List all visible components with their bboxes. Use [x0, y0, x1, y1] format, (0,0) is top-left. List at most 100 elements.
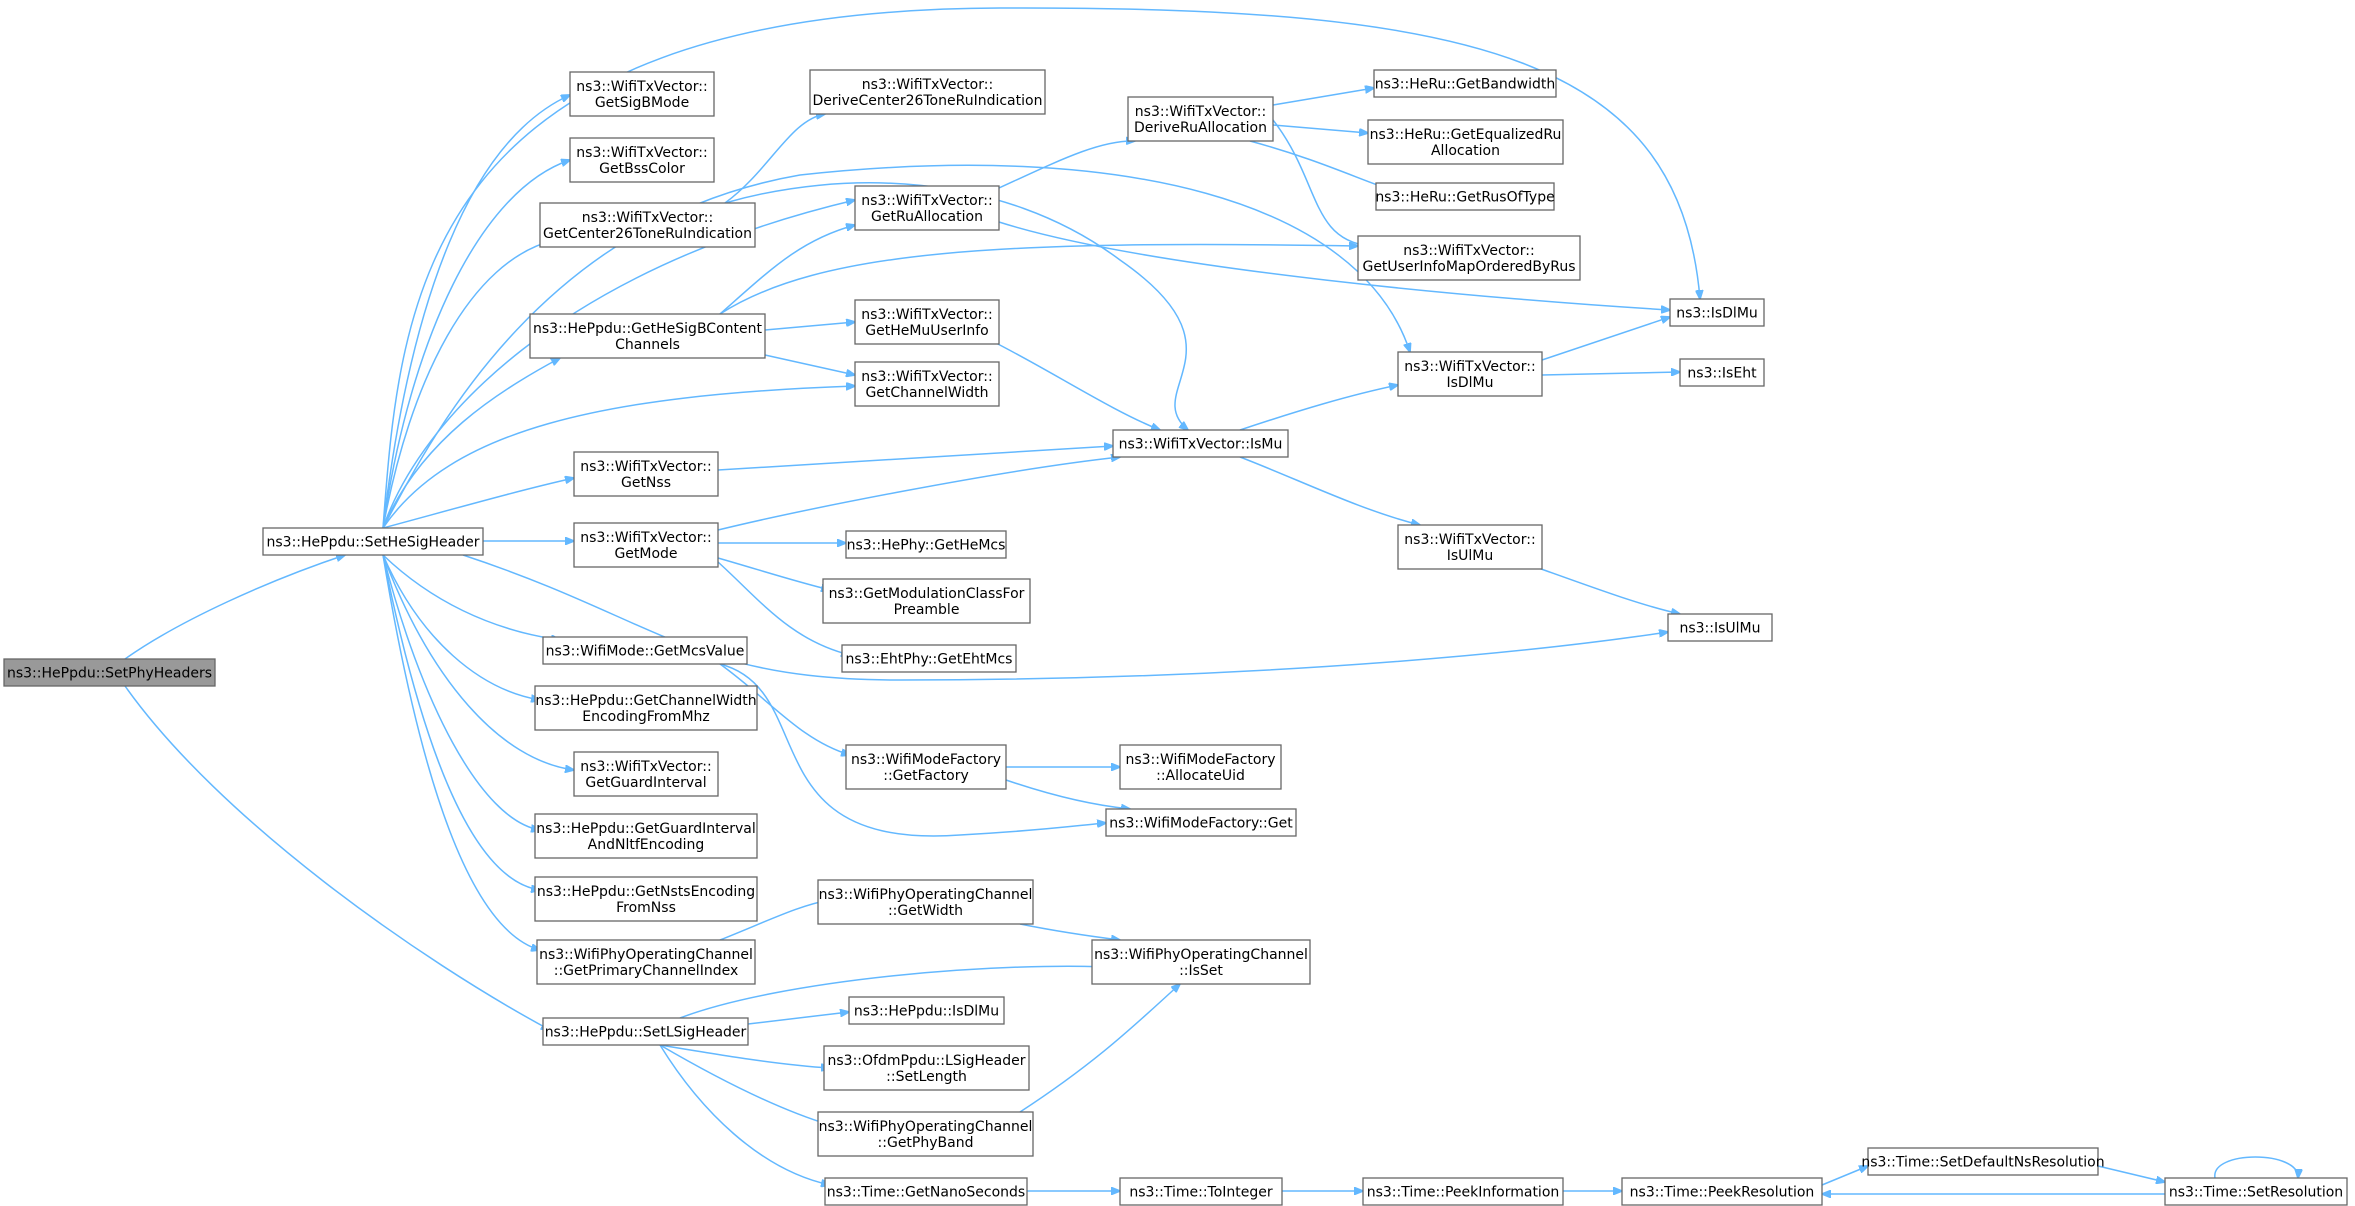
node-box	[573, 451, 719, 497]
node-isdlmu[interactable]: ns3::IsDlMu	[1669, 298, 1765, 327]
node-label: ns3::HePpdu::SetPhyHeaders	[7, 666, 212, 682]
node-peekinformation[interactable]: ns3::Time::PeekInformation	[1362, 1177, 1564, 1206]
edge-sethesigheader-to-gethesigbcontent	[382, 358, 560, 529]
edge-sethesigheader-to-txisdlmu	[382, 164, 1410, 529]
node-box	[534, 876, 758, 922]
node-setlsigheader[interactable]: ns3::HePpdu::SetLSigHeader	[542, 1017, 749, 1046]
node-setresolution[interactable]: ns3::Time::SetResolution	[2164, 1177, 2348, 1206]
node-factoryget[interactable]: ns3::WifiModeFactory::Get	[1105, 808, 1297, 837]
node-label: ns3::Time::SetResolution	[2169, 1185, 2343, 1201]
node-txisdlmu[interactable]: ns3::WifiTxVector::IsDlMu	[1397, 351, 1543, 397]
node-getmode[interactable]: ns3::WifiTxVector::GetMode	[573, 522, 719, 568]
node-box	[542, 1017, 749, 1046]
node-box	[569, 71, 715, 117]
edge-getcenter26-to-ismu	[724, 182, 1188, 430]
node-setdefaultns[interactable]: ns3::Time::SetDefaultNsResolution	[1861, 1147, 2105, 1176]
node-box	[1375, 182, 1555, 211]
node-box	[817, 1111, 1034, 1157]
edge-gethesigbcontent-to-getruallocation	[719, 225, 855, 315]
node-sethesigheader[interactable]: ns3::HePpdu::SetHeSigHeader	[262, 527, 484, 556]
node-isulmu[interactable]: ns3::IsUlMu	[1667, 613, 1773, 642]
node-box	[262, 527, 484, 556]
node-getmcsvalue[interactable]: ns3::WifiMode::GetMcsValue	[542, 636, 748, 665]
node-label: EncodingFromMhz	[582, 709, 710, 725]
edge-setlsigheader-to-getnanoseconds	[659, 1044, 830, 1185]
node-box	[854, 361, 1000, 407]
node-getbandwidth[interactable]: ns3::HeRu::GetBandwidth	[1373, 69, 1557, 98]
edge-setlsigheader-to-heppduisdlmu	[747, 1012, 849, 1025]
edge-deriveruallocation-to-getuserinfomap	[1272, 119, 1370, 246]
node-box	[1357, 235, 1581, 281]
node-label: ns3::WifiTxVector::IsMu	[1119, 437, 1283, 453]
node-label: ns3::WifiModeFactory::Get	[1109, 816, 1293, 832]
node-getchwidthenc[interactable]: ns3::HePpdu::GetChannelWidthEncodingFrom…	[534, 685, 758, 731]
node-getfactory[interactable]: ns3::WifiModeFactory::GetFactory	[845, 744, 1007, 790]
node-getgienc[interactable]: ns3::HePpdu::GetGuardIntervalAndNltfEnco…	[534, 813, 758, 859]
edge-setresolution-to-setresolution	[2214, 1156, 2298, 1178]
node-label: ::GetWidth	[888, 903, 963, 919]
node-label: ::IsSet	[1179, 963, 1223, 979]
node-label: GetRuAllocation	[871, 209, 983, 225]
node-setphyheaders[interactable]: ns3::HePpdu::SetPhyHeaders	[3, 658, 216, 687]
node-getprimarych[interactable]: ns3::WifiPhyOperatingChannel::GetPrimary…	[536, 939, 756, 985]
edge-sethesigheader-to-getbsscolor	[382, 160, 570, 529]
node-label: ns3::HeRu::GetBandwidth	[1375, 77, 1556, 93]
node-getnanoseconds[interactable]: ns3::Time::GetNanoSeconds	[824, 1177, 1028, 1206]
node-label: ns3::OfdmPpdu::LSigHeader	[828, 1053, 1026, 1069]
node-label: ::GetPrimaryChannelIndex	[554, 963, 739, 979]
node-label: Channels	[615, 337, 680, 353]
node-opgetwidth[interactable]: ns3::WifiPhyOperatingChannel::GetWidth	[817, 879, 1034, 925]
edge-deriveruallocation-to-getbandwidth	[1272, 88, 1374, 106]
node-label: Allocation	[1431, 143, 1500, 159]
node-label: ns3::WifiModeFactory	[1125, 752, 1275, 768]
node-label: ns3::WifiTxVector::	[1403, 243, 1534, 259]
node-peekresolution[interactable]: ns3::Time::PeekResolution	[1621, 1177, 1823, 1206]
node-box	[1362, 1177, 1564, 1206]
node-box	[1621, 1177, 1823, 1206]
node-deriveruallocation[interactable]: ns3::WifiTxVector::DeriveRuAllocation	[1127, 96, 1274, 142]
edge-gethemuuserinfo-to-ismu	[989, 339, 1160, 430]
node-derivecenter26[interactable]: ns3::WifiTxVector::DeriveCenter26ToneRuI…	[809, 69, 1046, 115]
node-getbsscolor[interactable]: ns3::WifiTxVector::GetBssColor	[569, 137, 715, 183]
node-getheMcs[interactable]: ns3::HePhy::GetHeMcs	[845, 530, 1007, 559]
node-label: ns3::WifiTxVector::	[1404, 359, 1535, 375]
edge-getruallocation-to-deriveruallocation	[998, 141, 1135, 189]
node-getphyband[interactable]: ns3::WifiPhyOperatingChannel::GetPhyBand	[817, 1111, 1034, 1157]
node-getguardinterval[interactable]: ns3::WifiTxVector::GetGuardInterval	[573, 751, 719, 797]
node-heppduisdlmu[interactable]: ns3::HePpdu::IsDlMu	[848, 996, 1005, 1025]
node-label: ns3::IsEht	[1687, 366, 1757, 382]
node-getrusoftype[interactable]: ns3::HeRu::GetRusOfType	[1375, 182, 1555, 211]
node-getruallocation[interactable]: ns3::WifiTxVector::GetRuAllocation	[854, 185, 1000, 231]
node-tointeger[interactable]: ns3::Time::ToInteger	[1119, 1177, 1283, 1206]
edge-getmode-to-getehtmcs	[717, 561, 850, 655]
node-opisset[interactable]: ns3::WifiPhyOperatingChannel::IsSet	[1091, 939, 1311, 985]
node-label: ns3::HePpdu::GetHeSigBContent	[533, 321, 762, 337]
node-txisulmu[interactable]: ns3::WifiTxVector::IsUlMu	[1397, 524, 1543, 570]
node-allocateuid[interactable]: ns3::WifiModeFactory::AllocateUid	[1119, 744, 1282, 790]
node-setlength[interactable]: ns3::OfdmPpdu::LSigHeader::SetLength	[823, 1045, 1030, 1091]
node-getsigbmode[interactable]: ns3::WifiTxVector::GetSigBMode	[569, 71, 715, 117]
node-iseht[interactable]: ns3::IsEht	[1679, 358, 1765, 387]
node-label: FromNss	[616, 900, 676, 916]
node-getcenter26[interactable]: ns3::WifiTxVector::GetCenter26ToneRuIndi…	[539, 202, 756, 248]
node-ismu[interactable]: ns3::WifiTxVector::IsMu	[1112, 429, 1289, 458]
edge-getmode-to-ismu	[717, 457, 1120, 531]
node-getuserinfomap[interactable]: ns3::WifiTxVector::GetUserInfoMapOrdered…	[1357, 235, 1581, 281]
node-label: ns3::HePpdu::SetHeSigHeader	[267, 535, 480, 551]
node-box	[1669, 298, 1765, 327]
node-box	[809, 69, 1046, 115]
edge-getruallocation-to-isdlmu	[998, 221, 1670, 310]
node-getchannelwidth[interactable]: ns3::WifiTxVector::GetChannelWidth	[854, 361, 1000, 407]
edge-sethesigheader-to-getsigbmode	[382, 95, 570, 529]
node-label: ns3::WifiPhyOperatingChannel	[819, 1119, 1033, 1135]
node-getnss[interactable]: ns3::WifiTxVector::GetNss	[573, 451, 719, 497]
node-box	[817, 879, 1034, 925]
node-label: IsUlMu	[1447, 548, 1494, 564]
node-gethemuuserinfo[interactable]: ns3::WifiTxVector::GetHeMuUserInfo	[854, 299, 1000, 345]
node-label: ns3::WifiPhyOperatingChannel	[539, 947, 753, 963]
node-getehtmcs[interactable]: ns3::EhtPhy::GetEhtMcs	[841, 644, 1017, 673]
